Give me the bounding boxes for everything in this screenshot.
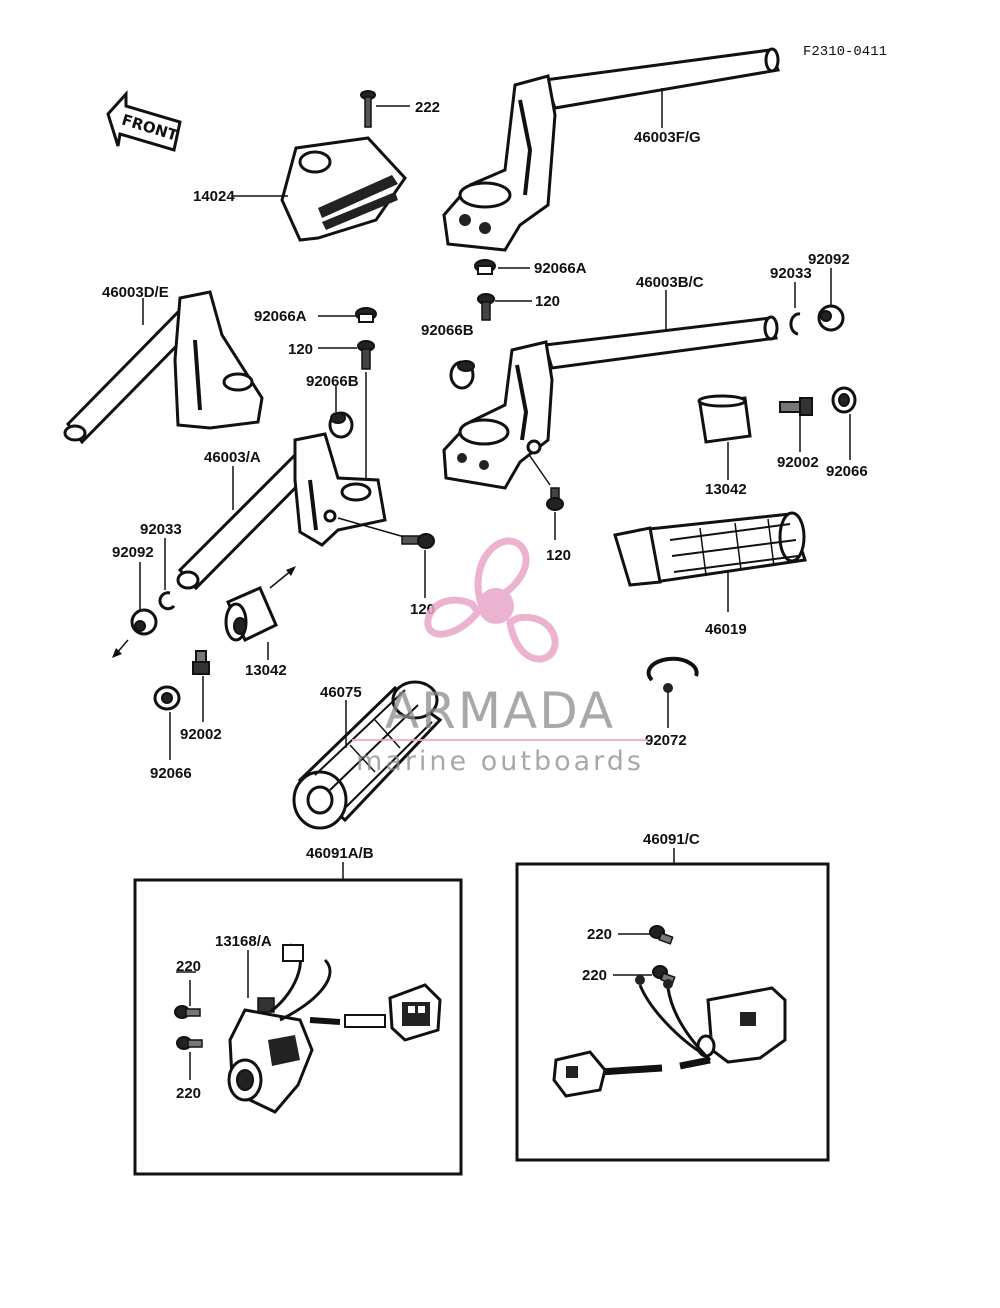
label-46019: 46019 (705, 621, 747, 638)
label-222: 222 (415, 99, 440, 116)
bolt-120-left (357, 340, 375, 370)
wire-harness-left (269, 943, 386, 1028)
screw-220-a (174, 1005, 201, 1019)
switch-housing-right (696, 986, 787, 1064)
handlebar-46003FG (442, 47, 781, 252)
label-92092-right: 92092 (808, 251, 850, 268)
label-92002-right: 92002 (777, 454, 819, 471)
weight-13042-right (697, 394, 752, 444)
label-46075: 46075 (320, 684, 362, 701)
switch-box-46091C (515, 862, 830, 1162)
bolt-120-top (477, 293, 495, 321)
cap-92066-right (831, 386, 857, 414)
label-46003A: 46003/A (204, 449, 261, 466)
label-46091AB: 46091A/B (306, 845, 374, 862)
screw-220-c (649, 925, 674, 945)
label-13042-left: 13042 (245, 662, 287, 679)
watermark-tagline: marine outboards (356, 746, 644, 777)
cap-92066-left (153, 685, 181, 711)
cap-92066B-right (449, 360, 475, 390)
label-13168A: 13168/A (215, 933, 272, 950)
label-120-top: 120 (535, 293, 560, 310)
label-92066-right: 92066 (826, 463, 868, 480)
label-220-a: 220 (176, 958, 201, 975)
label-13042-right: 13042 (705, 481, 747, 498)
nut-92092-left (130, 608, 158, 636)
label-46003BC: 46003B/C (636, 274, 704, 291)
circlip-92033-right (789, 312, 801, 336)
wire-harness-right (599, 975, 712, 1076)
throttle-grip-46019 (613, 511, 807, 587)
label-92092-left-text: 92092 (112, 544, 154, 561)
label-92072: 92072 (645, 732, 687, 749)
cap-92066A-left (355, 307, 377, 323)
handlebar-46003DE (63, 290, 264, 445)
propeller-logo-icon (424, 537, 559, 663)
label-120-left: 120 (288, 341, 313, 358)
label-92002-left: 92002 (180, 726, 222, 743)
diagram-code: F2310-0411 (803, 44, 887, 60)
label-120-right: 120 (546, 547, 571, 564)
connector-left (388, 983, 442, 1042)
handlebar-cover-14024 (280, 136, 407, 242)
label-92066-left: 92066 (150, 765, 192, 782)
circlip-92033-left (158, 591, 176, 611)
handlebar-46003BC (442, 315, 779, 490)
bolt-120-right (546, 487, 564, 511)
label-92066B-left: 92066B (306, 373, 359, 390)
label-92066B-right: 92066B (421, 322, 474, 339)
label-92066A-left: 92066A (254, 308, 307, 325)
bolt-92002-right (779, 397, 813, 416)
label-220-c: 220 (587, 926, 612, 943)
label-92033-left: 92033 (140, 521, 182, 538)
clamp-92072 (646, 656, 699, 693)
label-92033-right: 92033 (770, 265, 812, 282)
connector-right (552, 1050, 607, 1098)
screw-222 (360, 90, 376, 128)
label-220-b: 220 (176, 1085, 201, 1102)
label-92066A-top: 92066A (534, 260, 587, 277)
cap-92066B-left (328, 411, 354, 439)
bolt-92002-left (192, 650, 210, 675)
weight-13042-left (224, 586, 278, 643)
bolt-120-middle (401, 533, 435, 549)
cap-92066A-top (474, 259, 496, 275)
label-46003FG: 46003F/G (634, 129, 701, 146)
nut-92092-right (817, 304, 845, 332)
label-14024: 14024 (193, 188, 235, 205)
label-46091C: 46091/C (643, 831, 700, 848)
screw-220-b (176, 1036, 203, 1050)
label-46003DE: 46003D/E (102, 284, 169, 301)
watermark-brand: ARMADA (385, 682, 615, 740)
label-220-d: 220 (582, 967, 607, 984)
switch-box-46091AB (133, 878, 463, 1176)
switch-housing-left (227, 997, 314, 1114)
left-grip-46075 (292, 680, 443, 830)
handlebar-46003A (176, 432, 387, 591)
front-arrow-icon: FRONT (106, 90, 182, 152)
